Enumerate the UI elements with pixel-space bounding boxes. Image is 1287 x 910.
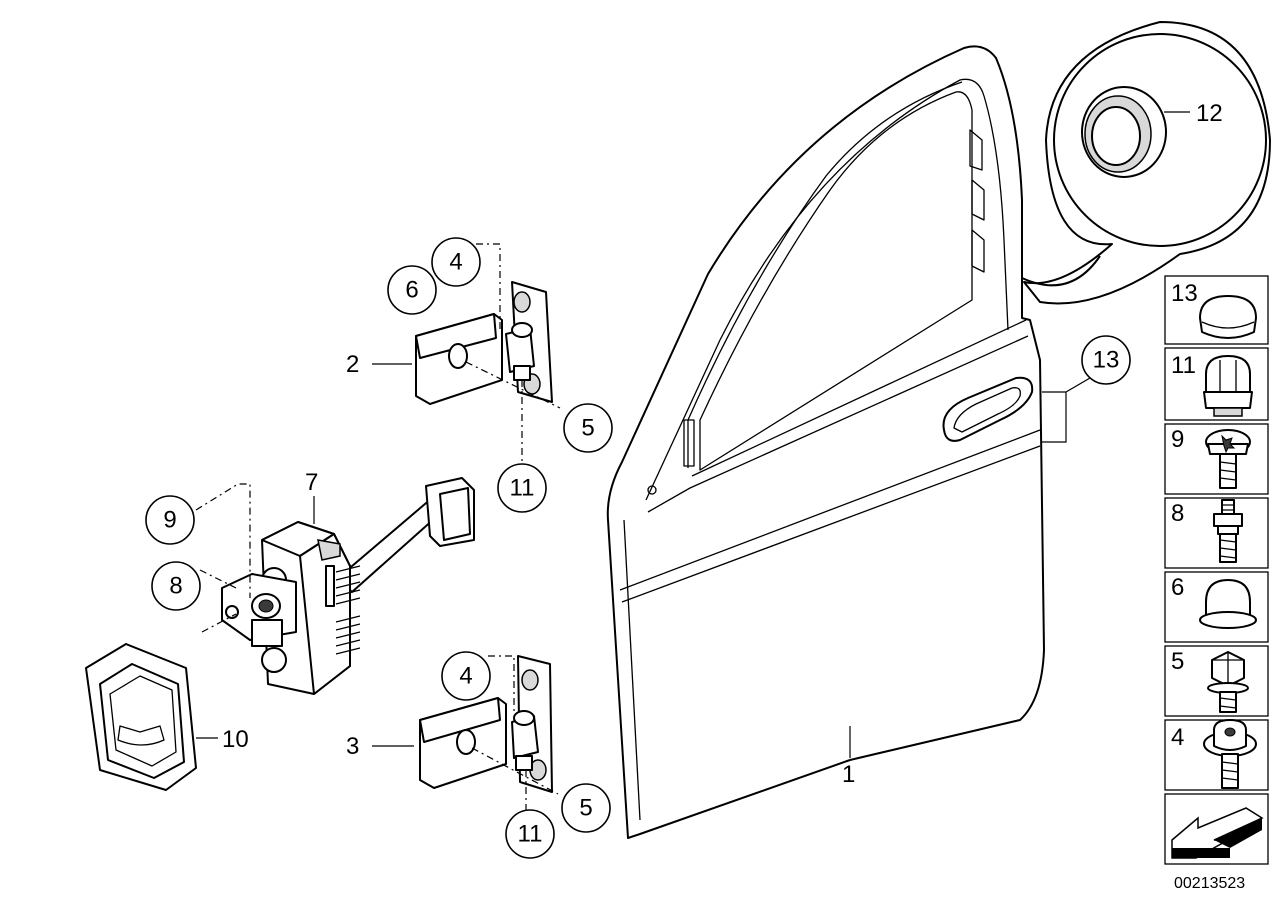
diagram-number: 00213523	[1174, 875, 1245, 892]
legend-label-5: 5	[1171, 648, 1184, 675]
callout-10: 10	[222, 726, 249, 753]
torx-screw-icon	[1205, 429, 1251, 489]
cap-icon	[1199, 579, 1257, 629]
callout-4-upper: 4	[449, 249, 462, 276]
legend-item-13[interactable]: 13	[1164, 275, 1269, 345]
cap-nut-icon	[1203, 355, 1253, 417]
legend-nav-arrow[interactable]	[1164, 793, 1269, 865]
legend-label-13: 13	[1171, 280, 1198, 307]
legend-item-5[interactable]: 5	[1164, 645, 1269, 717]
door-check-seal[interactable]	[85, 643, 197, 791]
callout-13: 13	[1093, 347, 1120, 374]
legend-label-4: 4	[1171, 724, 1184, 751]
legend-label-6: 6	[1171, 574, 1184, 601]
hex-bolt-icon	[1207, 651, 1249, 713]
callout-3: 3	[346, 733, 359, 760]
callout-9: 9	[163, 507, 176, 534]
callout-6-upper: 6	[405, 277, 418, 304]
callout-11-lower: 11	[518, 821, 543, 848]
arrow-back-icon	[1171, 807, 1264, 859]
inset-plug-12[interactable]	[1081, 86, 1167, 178]
door-check-body[interactable]	[221, 521, 361, 695]
legend-item-6[interactable]: 6	[1164, 571, 1269, 643]
legend-item-9[interactable]: 9	[1164, 423, 1269, 495]
collar-screw-icon	[1203, 719, 1257, 789]
legend-item-11[interactable]: 11	[1164, 347, 1269, 421]
legend-label-8: 8	[1171, 500, 1184, 527]
callout-12: 12	[1196, 100, 1223, 127]
callout-5-lower: 5	[579, 795, 592, 822]
callout-11-upper: 11	[510, 475, 535, 502]
callout-2: 2	[346, 351, 359, 378]
upper-hinge[interactable]	[415, 281, 553, 405]
callout-8: 8	[169, 573, 182, 600]
parts-legend: 13 11 9	[1164, 275, 1269, 865]
plug-icon	[1199, 295, 1257, 339]
legend-label-9: 9	[1171, 426, 1184, 453]
door-shell[interactable]	[606, 45, 1045, 839]
lower-hinge[interactable]	[419, 655, 553, 793]
callout-5-upper: 5	[581, 415, 594, 442]
legend-item-8[interactable]: 8	[1164, 497, 1269, 569]
callout-4-lower: 4	[459, 663, 472, 690]
callout-7: 7	[305, 469, 318, 496]
stud-bolt-icon	[1213, 499, 1243, 563]
legend-label-11: 11	[1171, 352, 1196, 379]
legend-item-4[interactable]: 4	[1164, 719, 1269, 791]
callout-1: 1	[842, 761, 855, 788]
